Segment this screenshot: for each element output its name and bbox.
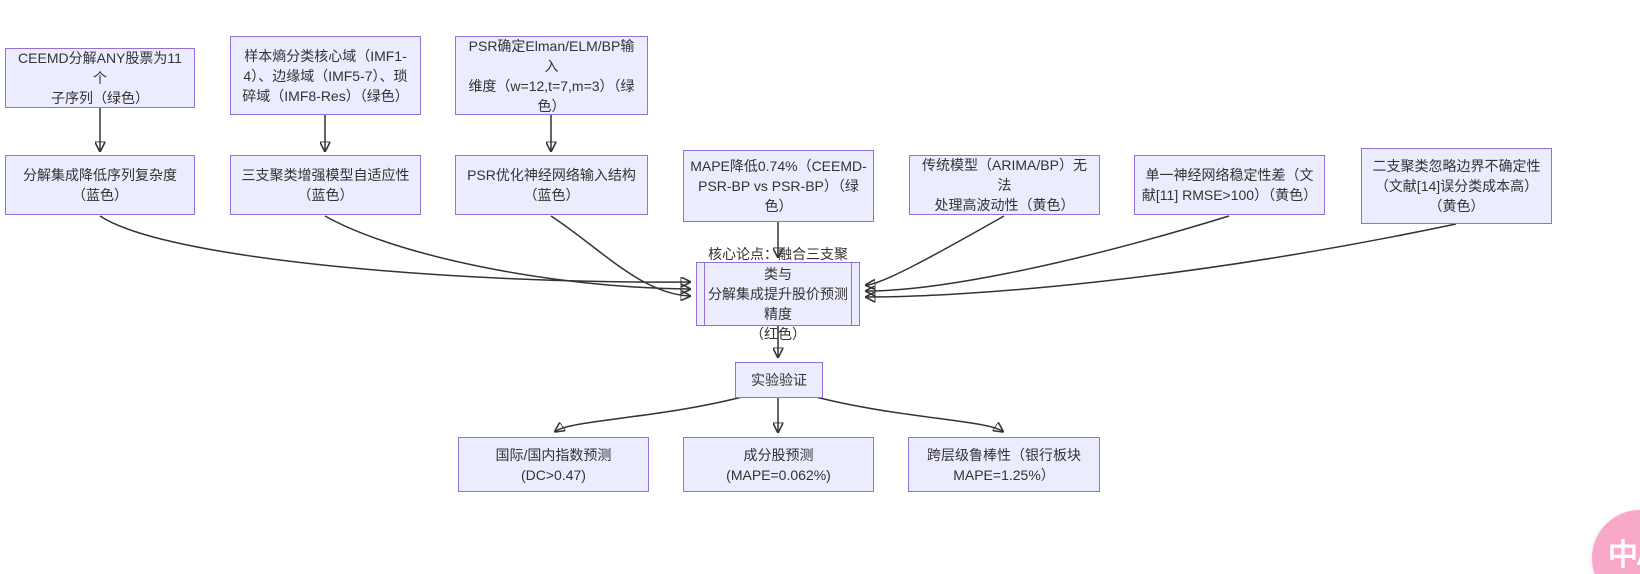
node-two-way-clustering-limit: 二支聚类忽略边界不确定性 （文献[14]误分类成本高） （黄色） <box>1361 148 1552 224</box>
node-three-way-adaptivity: 三支聚类增强模型自适应性 （蓝色） <box>230 155 421 215</box>
node-label: 单一神经网络稳定性差（文 献[11] RMSE>100）（黄色） <box>1141 167 1318 203</box>
node-label: 国际/国内指数预测 (DC>0.47) <box>495 446 612 483</box>
translate-icon: 中A <box>1608 539 1640 572</box>
node-index-prediction: 国际/国内指数预测 (DC>0.47) <box>458 437 649 492</box>
node-decomposition-complexity: 分解集成降低序列复杂度 （蓝色） <box>5 155 195 215</box>
node-label: 成分股预测 (MAPE=0.062%) <box>726 446 831 483</box>
node-label: 三支聚类增强模型自适应性 （蓝色） <box>241 167 410 203</box>
edge-b3-core <box>550 215 689 296</box>
node-core-thesis: 核心论点：融合三支聚类与 分解集成提升股价预测精度 （红色） <box>696 246 860 342</box>
node-label: CEEMD分解ANY股票为11个 子序列（绿色） <box>18 50 182 106</box>
node-label: 样本熵分类核心域（IMF1- 4）、边缘域（IMF5-7）、琐 碎域（IMF8-… <box>242 47 409 104</box>
node-single-nn-instability: 单一神经网络稳定性差（文 献[11] RMSE>100）（黄色） <box>1134 155 1325 215</box>
node-sample-entropy-domains: 样本熵分类核心域（IMF1- 4）、边缘域（IMF5-7）、琐 碎域（IMF8-… <box>230 36 421 115</box>
translate-button[interactable]: 中A <box>1592 510 1640 574</box>
edge-b1-core <box>99 215 689 282</box>
node-traditional-model-limit: 传统模型（ARIMA/BP）无法 处理高波动性（黄色） <box>909 155 1100 215</box>
node-constituent-prediction: 成分股预测 (MAPE=0.062%) <box>683 437 874 492</box>
node-label: 跨层级鲁棒性（银行板块 MAPE=1.25%） <box>927 446 1081 483</box>
node-mape-improvement: MAPE降低0.74%（CEEMD- PSR-BP vs PSR-BP）（绿 色… <box>683 150 874 222</box>
node-label: PSR确定Elman/ELM/BP输入 维度（w=12,t=7,m=3）（绿 色… <box>468 37 635 114</box>
edge-b2-core <box>324 215 689 289</box>
node-label: 核心论点：融合三支聚类与 分解集成提升股价预测精度 （红色） <box>708 246 848 342</box>
node-label: 二支聚类忽略边界不确定性 （文献[14]误分类成本高） （黄色） <box>1372 158 1541 214</box>
node-cross-level-robustness: 跨层级鲁棒性（银行板块 MAPE=1.25%） <box>908 437 1100 492</box>
node-label: PSR优化神经网络输入结构 （蓝色） <box>467 167 636 203</box>
node-psr-input-structure: PSR优化神经网络输入结构 （蓝色） <box>455 155 648 215</box>
edge-y3-core <box>867 223 1457 297</box>
edge-exp-d1 <box>556 396 743 431</box>
node-experiment-validation: 实验验证 <box>735 362 823 398</box>
edge-y2-core <box>867 215 1230 291</box>
node-label: 分解集成降低序列复杂度 （蓝色） <box>23 167 177 203</box>
node-label: MAPE降低0.74%（CEEMD- PSR-BP vs PSR-BP）（绿 色… <box>690 158 867 214</box>
edge-exp-d3 <box>815 396 1002 431</box>
node-psr-input-dimensions: PSR确定Elman/ELM/BP输入 维度（w=12,t=7,m=3）（绿 色… <box>455 36 648 115</box>
node-ceemd-decompose: CEEMD分解ANY股票为11个 子序列（绿色） <box>5 48 195 108</box>
node-label: 实验验证 <box>751 372 807 388</box>
node-label: 传统模型（ARIMA/BP）无法 处理高波动性（黄色） <box>922 157 1087 213</box>
edge-y1-core <box>867 215 1005 285</box>
